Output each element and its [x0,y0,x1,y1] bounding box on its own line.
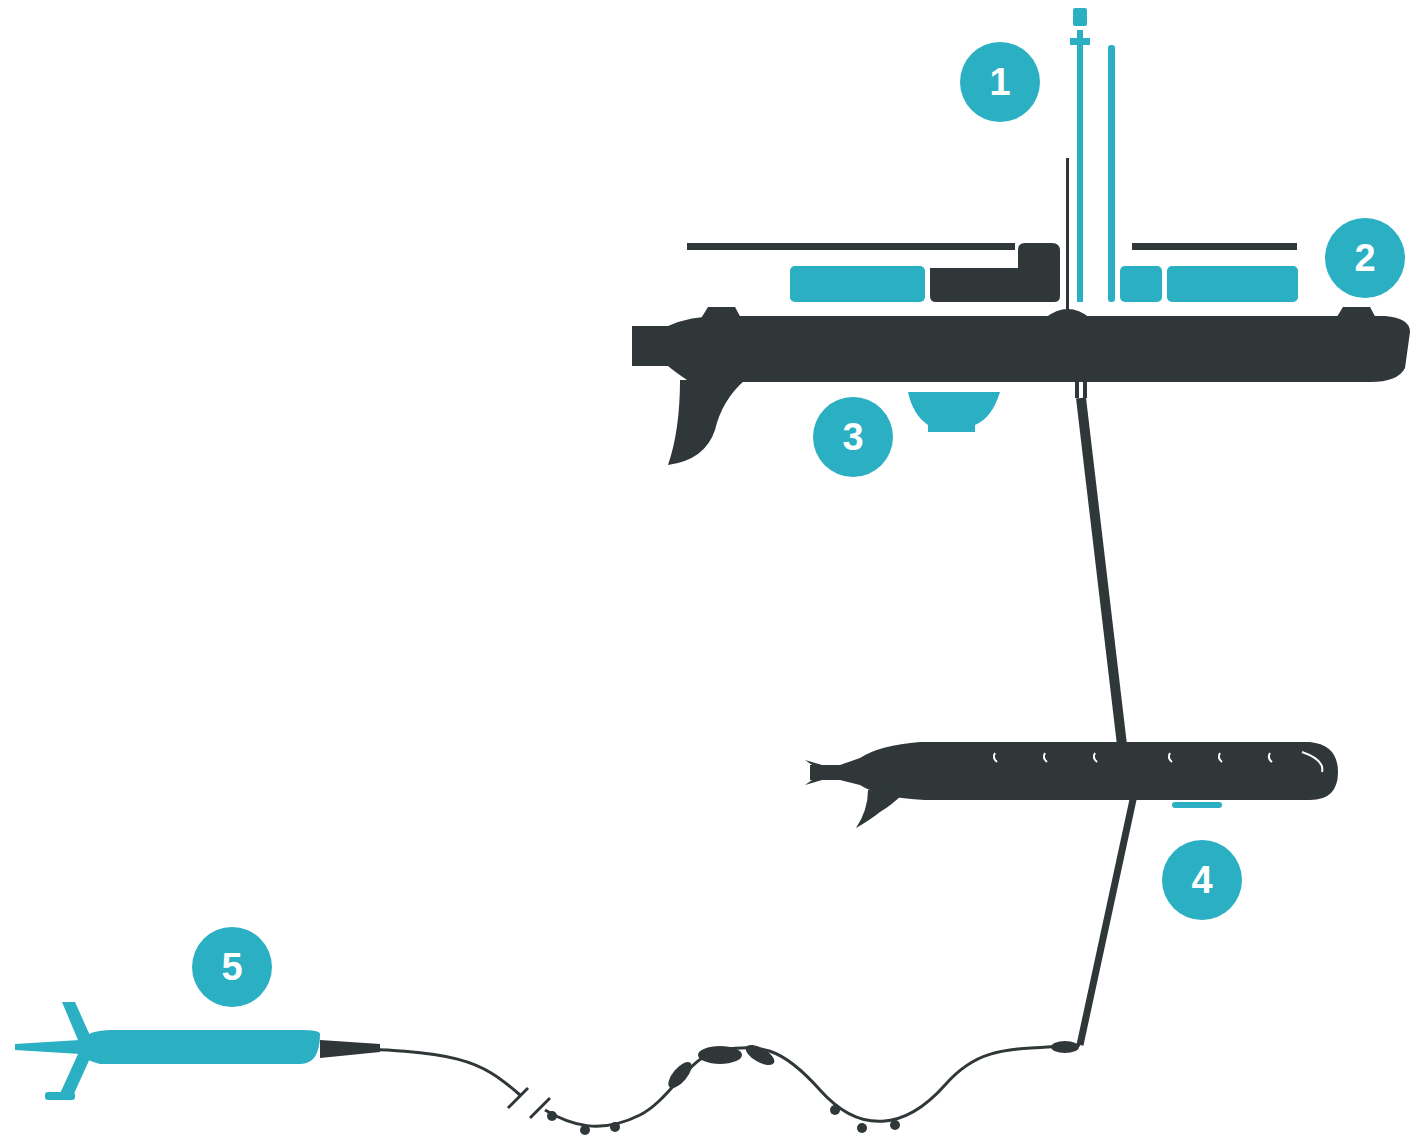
towed-body [15,1030,320,1064]
sub-tail [810,765,842,780]
tow-cable [1080,795,1134,1045]
sub-sensor [1172,802,1222,808]
callout-number: 1 [989,63,1010,101]
cable-weight [890,1120,900,1130]
wing-slot [1219,753,1222,762]
callout-number: 3 [842,418,863,456]
umbilical-fork [1077,382,1085,398]
callout-number: 5 [221,948,242,986]
solar-panel [1132,243,1297,250]
callout-number: 2 [1354,239,1375,277]
electronics-box [930,243,1060,302]
cable-float [698,1046,742,1064]
float-hull [632,316,1410,382]
hull-sensor [908,392,1000,432]
callout-number: 4 [1191,861,1212,899]
tow-cable [545,1045,1080,1126]
wing-slot [1169,753,1172,762]
towed-fin [58,1054,92,1098]
payload-box [1120,266,1162,302]
cable-weight [610,1122,620,1132]
sub-highlight [1302,752,1322,772]
towed-fin [45,1092,75,1100]
cable-weight [580,1125,590,1135]
callout-circle: 4 [1162,840,1242,920]
solar-panel [687,243,1015,250]
cable-weight [857,1123,867,1133]
cable-break [508,1088,550,1118]
wing-slot [1269,753,1272,762]
cable-weight [830,1105,840,1115]
cable-weight [547,1111,557,1121]
mast-base [1045,309,1090,318]
weather-mast [1077,30,1083,302]
mast-collar [1070,38,1090,45]
sub-glider-body [840,742,1338,800]
payload-box [790,266,925,302]
callout-circle: 5 [192,927,272,1007]
antenna [1066,158,1069,310]
float-fin [668,380,745,465]
wing-slot [1044,753,1047,762]
callout-circle: 1 [960,42,1040,122]
cable-float [743,1041,778,1069]
sub-rudder [805,760,822,785]
callout-circle: 3 [813,397,893,477]
comm-mast [1108,45,1115,302]
towed-fin [62,1002,92,1040]
payload-box [1167,266,1298,302]
handle [700,307,742,320]
sub-fin [856,790,905,828]
umbilical [1081,398,1122,745]
handle [1335,307,1377,320]
tow-cable [320,1048,520,1095]
callout-circle: 2 [1325,218,1405,298]
cable-strain-relief [320,1040,380,1058]
wing-slot [1094,753,1097,762]
cable-float [664,1058,695,1092]
wing-slot [994,753,997,762]
umbilical-mount [1100,745,1140,800]
cable-float [1051,1041,1079,1053]
weather-sensor [1073,8,1087,26]
